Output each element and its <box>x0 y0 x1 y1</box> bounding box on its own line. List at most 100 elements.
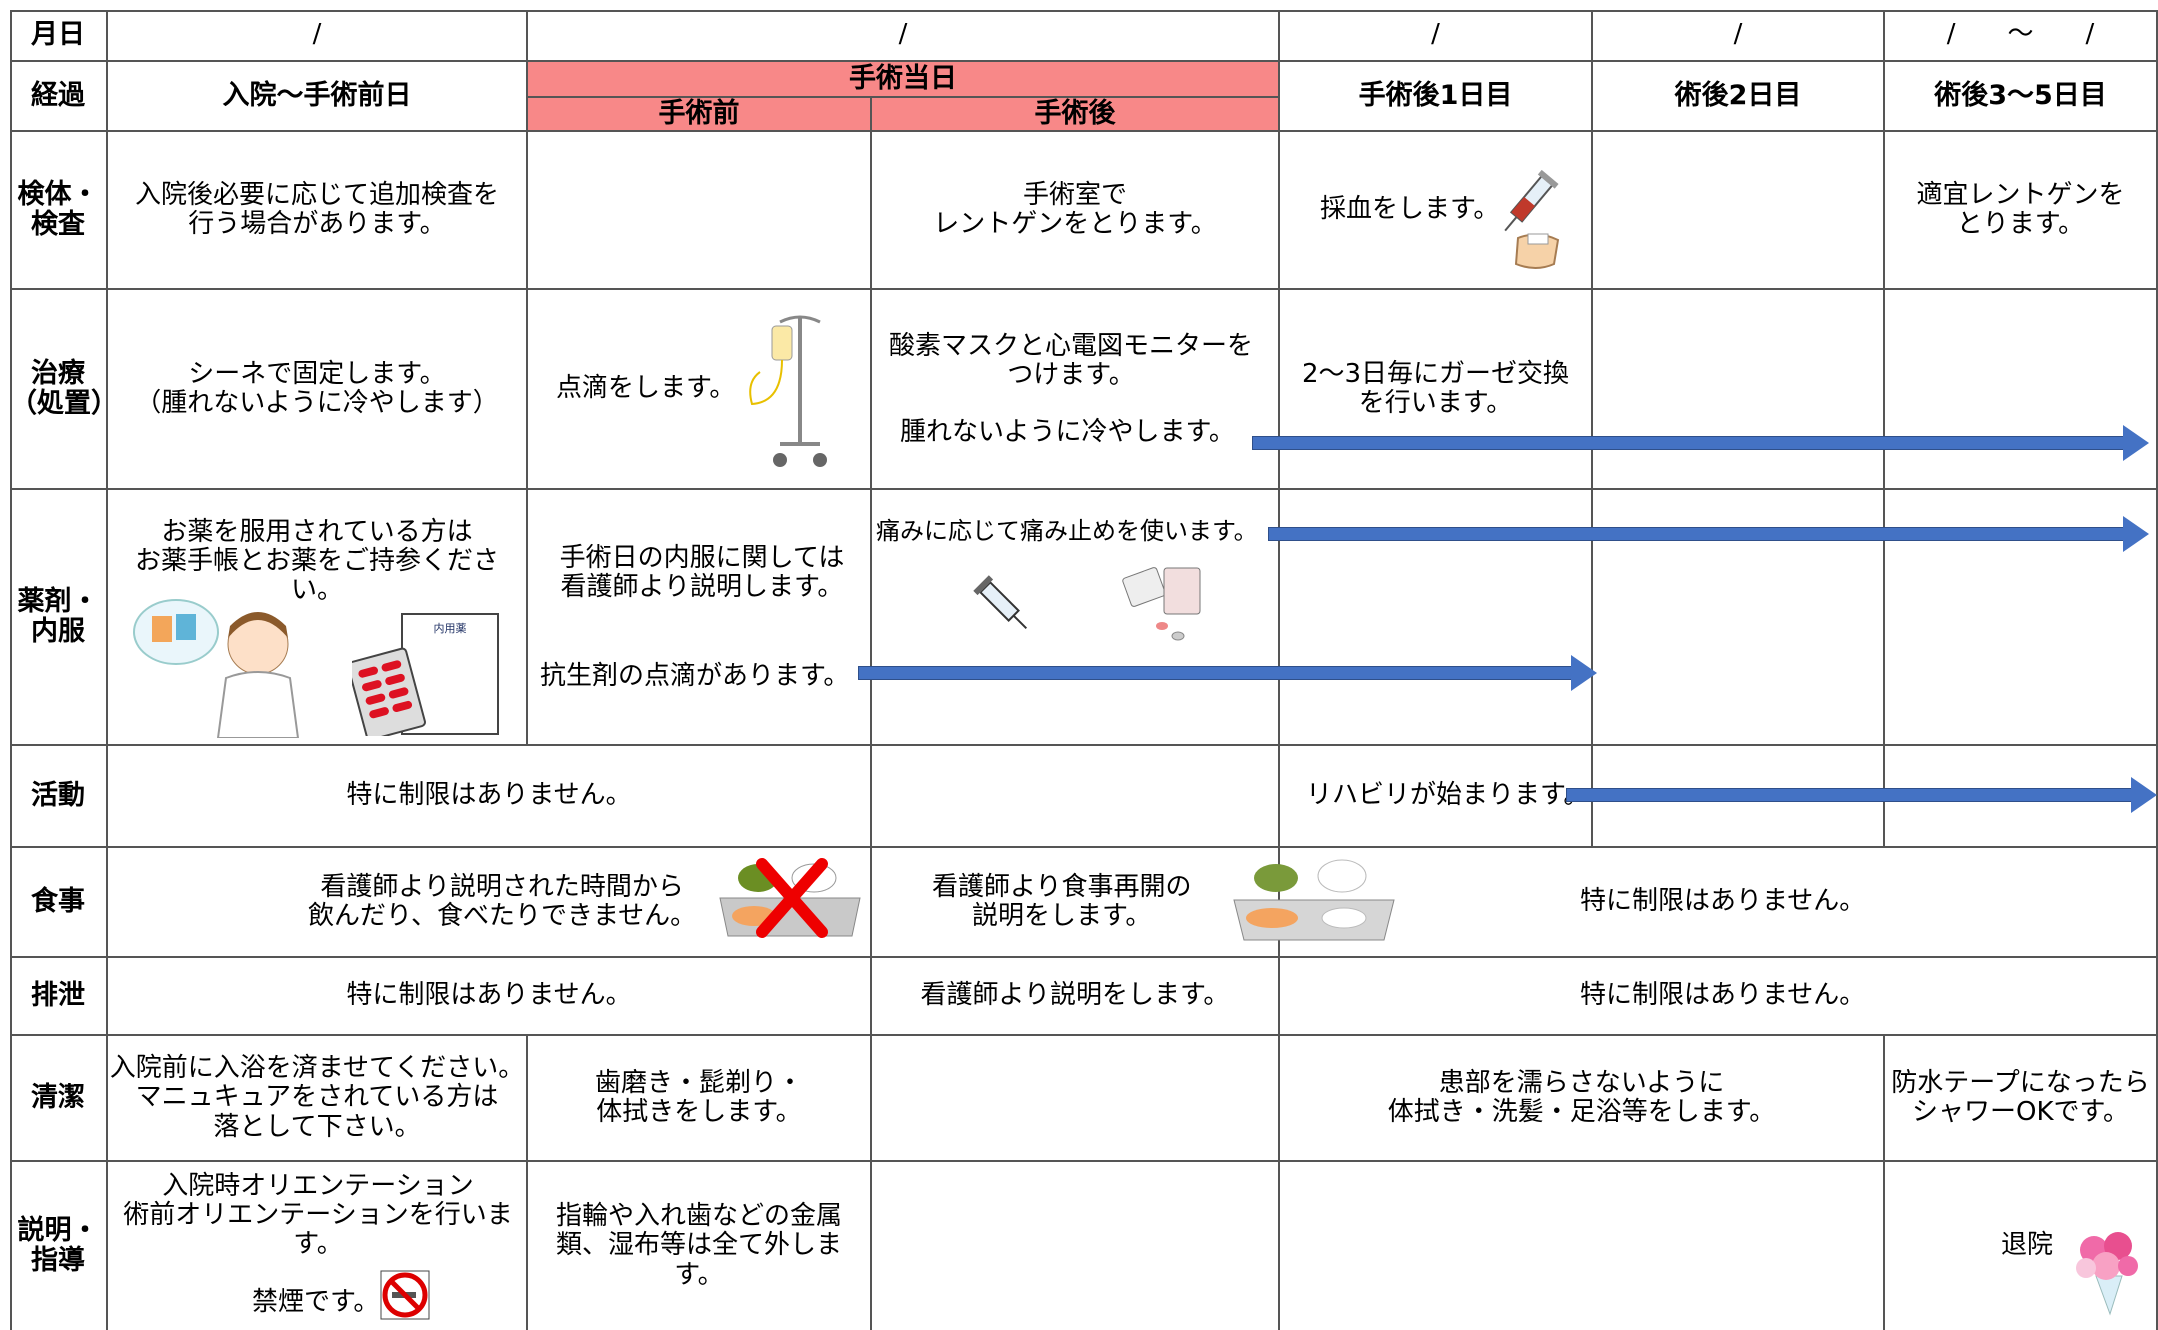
date-admission: / <box>108 10 528 62</box>
nurse-illustration <box>130 598 330 739</box>
treatment-admission: シーネで固定します。 （腫れないように冷やします） <box>108 290 528 490</box>
meals-admission: 看護師より説明された時間から 飲んだり、食べたりできません。 <box>108 848 872 958</box>
treatment-before-surgery: 点滴をします。 <box>528 290 872 490</box>
meal-tray-illustration <box>1232 856 1396 942</box>
tests-after-surgery: 手術室で レントゲンをとります。 <box>872 132 1280 290</box>
header-post-day2: 術後2日目 <box>1593 62 1885 132</box>
meals-post: 特に制限はありません。 <box>1280 848 2158 958</box>
painkiller-pills-illustration <box>1120 560 1210 650</box>
row-label-treatment: 治療 （処置） <box>10 290 118 490</box>
meals-admission-text: 看護師より説明された時間から 飲んだり、食べたりできません。 <box>308 871 697 931</box>
injection-icon <box>973 575 1028 630</box>
treatment-after-surgery-text-1: 酸素マスクと心電図モニターを つけます。 <box>888 331 1253 391</box>
no-smoking-illustration <box>380 1270 430 1320</box>
bouquet-illustration <box>2066 1220 2146 1316</box>
guidance-before-surgery: 指輪や入れ歯などの金属 類、湿布等は全て外しま す。 <box>528 1162 872 1330</box>
treatment-post-day3-5 <box>1885 290 2158 490</box>
guidance-admission <box>108 1162 528 1330</box>
hygiene-post-day3-5: 防水テープになったら シャワーOKです。 <box>1885 1036 2158 1162</box>
hygiene-post: 患部を濡らさないように 体拭き・洗髪・足浴等をします。 <box>1280 1036 1885 1162</box>
hygiene-after-surgery <box>872 1036 1280 1162</box>
guidance-post-day3-5: 退院 <box>1885 1162 2158 1330</box>
pills-illustration: 内用薬 <box>347 610 502 741</box>
medication-post-day2 <box>1593 490 1885 746</box>
row-label-excretion: 排泄 <box>10 958 108 1036</box>
header-surgery-day: 手術当日 <box>528 62 1280 98</box>
meal-tray-icon <box>1233 859 1395 941</box>
header-admission: 入院～手術前日 <box>108 62 528 132</box>
row-label-tests: 検体・ 検査 <box>10 132 108 290</box>
syringe-icon <box>1504 169 1560 269</box>
no-smoking-icon <box>380 1270 430 1320</box>
tests-before-surgery <box>528 132 872 290</box>
row-label-activity: 活動 <box>10 746 108 848</box>
row-label-hygiene: 清潔 <box>10 1036 108 1162</box>
date-post-day2: / <box>1593 10 1885 62</box>
guidance-after-surgery <box>872 1162 1280 1330</box>
row-label-meals: 食事 <box>10 848 108 958</box>
guidance-post-day1-2 <box>1280 1162 1885 1330</box>
header-post-day3-5: 術後3～5日目 <box>1885 62 2158 132</box>
date-surgery-day: / <box>528 10 1280 62</box>
row-label-medication: 薬剤・ 内服 <box>10 490 108 746</box>
medication-after-surgery <box>872 490 1280 746</box>
medication-before-surgery <box>528 490 872 746</box>
red-cross-mark-icon <box>756 858 828 938</box>
medication-post-day3-5 <box>1885 490 2158 746</box>
arrow-cooling-continue <box>1252 425 2149 461</box>
medicine-book-label: 内用薬 <box>434 621 467 635</box>
excretion-admission: 特に制限はありません。 <box>108 958 872 1036</box>
row-label-date: 月日 <box>10 10 108 62</box>
row-label-guidance: 説明・ 指導 <box>10 1162 108 1330</box>
discharge-text: 退院 <box>2001 1230 2054 1261</box>
medication-admission-text: お薬を服用されている方は お薬手帳とお薬をご持参ください。 <box>134 517 499 606</box>
arrow-painkiller-continue <box>1268 516 2149 552</box>
medication-after-surgery-text: 痛みに応じて痛み止めを使います。 <box>876 517 1258 545</box>
tests-post-day1: 採血をします。 <box>1280 132 1593 290</box>
meals-after-surgery-text: 看護師より食事再開の 説明をします。 <box>932 871 1192 931</box>
activity-post-day1: リハビリが始まります。 <box>1280 746 1593 848</box>
activity-admission: 特に制限はありません。 <box>108 746 872 848</box>
treatment-post-day1: 2～3日毎にガーゼ交換 を行います。 <box>1280 290 1593 490</box>
tests-admission: 入院後必要に応じて追加検査を 行う場合があります。 <box>108 132 528 290</box>
treatment-post-day2 <box>1593 290 1885 490</box>
tests-post-day2 <box>1593 132 1885 290</box>
header-after-surgery: 手術後 <box>872 98 1280 132</box>
iv-drip-stand-icon <box>749 315 827 467</box>
clinical-pathway-table: 月日 / / / / / ～ / 経過 入院～手術前日 手術当日 手術前 手術後… <box>10 10 2158 1330</box>
medication-post-day1 <box>1280 490 1593 746</box>
flower-bouquet-icon <box>2076 1232 2138 1316</box>
tests-post-day1-text: 採血をします。 <box>1320 194 1500 225</box>
medication-before-surgery-text-2: 抗生剤の点滴があります。 <box>540 661 850 691</box>
excretion-after-surgery: 看護師より説明をします。 <box>872 958 1280 1036</box>
arrow-rehab-continue <box>1566 777 2157 813</box>
treatment-before-surgery-text: 点滴をします。 <box>556 373 736 404</box>
row-label-progress: 経過 <box>10 62 108 132</box>
date-post-day3-5: / ～ / <box>1885 10 2158 62</box>
nurse-icon <box>133 599 300 739</box>
guidance-admission-text-2: 禁煙です。 <box>252 1287 380 1317</box>
tests-post-day3-5: 適宜レントゲンを とります。 <box>1885 132 2158 290</box>
activity-post-day1-text: リハビリが始まります。 <box>1306 780 1590 811</box>
iv-drip-illustration <box>740 312 850 472</box>
excretion-post: 特に制限はありません。 <box>1280 958 2158 1036</box>
injection-illustration <box>968 570 1038 640</box>
header-post-day1: 手術後1日目 <box>1280 62 1593 132</box>
no-meal-tray-illustration <box>718 858 862 938</box>
treatment-after-surgery <box>872 290 1280 490</box>
blood-draw-illustration <box>1488 168 1568 280</box>
treatment-after-surgery-text-2: 腫れないように冷やします。 <box>900 417 1235 447</box>
meals-after-surgery: 看護師より食事再開の 説明をします。 <box>872 848 1280 958</box>
pill-pack-icon <box>347 647 426 741</box>
guidance-admission-text-1: 入院時オリエンテーション 術前オリエンテーションを行いま す。 <box>123 1171 513 1260</box>
arrow-antibiotic-continue <box>858 655 1597 691</box>
medication-admission <box>108 490 528 746</box>
date-post-day1: / <box>1280 10 1593 62</box>
pill-pack-icon <box>1122 567 1201 641</box>
medication-before-surgery-text-1: 手術日の内服に関しては 看護師より説明します。 <box>559 543 845 603</box>
activity-after-surgery <box>872 746 1280 848</box>
header-before-surgery: 手術前 <box>528 98 872 132</box>
hygiene-admission: 入院前に入浴を済ませてください。 マニュキュアをされている方は 落として下さい。 <box>108 1036 528 1162</box>
hygiene-before-surgery: 歯磨き・髭剃り・ 体拭きをします。 <box>528 1036 872 1162</box>
activity-post-day3-5 <box>1885 746 2158 848</box>
